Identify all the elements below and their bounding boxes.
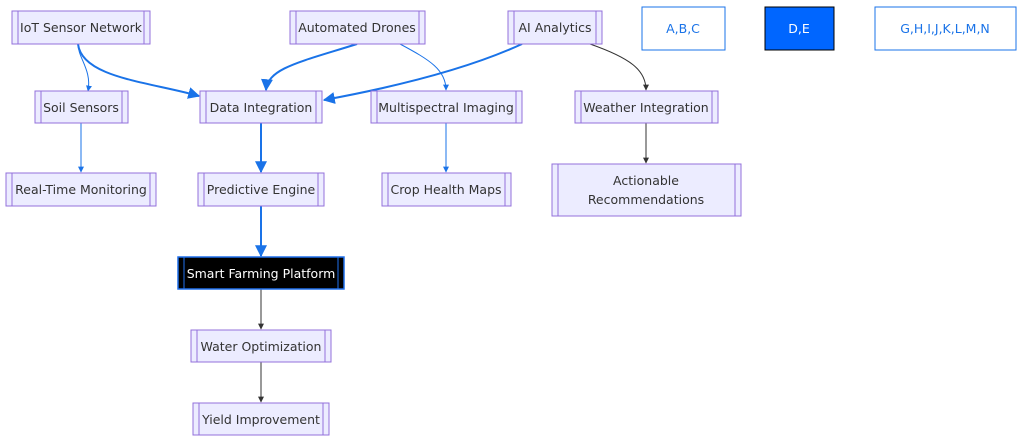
legend-box-rest: G,H,I,J,K,L,M,N [874,6,1017,51]
legend-box-abc-label: A,B,C [666,21,700,36]
node-iot-sensor-network: IoT Sensor Network [11,10,151,45]
legend-box-rest-label: G,H,I,J,K,L,M,N [900,21,990,36]
node-ai-analytics: AI Analytics [507,10,603,45]
node-automated-drones: Automated Drones [289,10,426,45]
node-ai-analytics-label: AI Analytics [519,20,592,35]
node-water-optimization-label: Water Optimization [201,339,322,354]
edges [77,43,649,403]
node-smart-farming-platform-label: Smart Farming Platform [187,266,336,281]
node-predictive-engine: Predictive Engine [197,172,325,207]
node-real-time-monitoring-label: Real-Time Monitoring [15,182,147,197]
node-crop-health-maps-label: Crop Health Maps [390,182,501,197]
node-data-integration: Data Integration [199,90,323,124]
legend-box-abc: A,B,C [641,6,726,51]
node-iot-sensor-network-label: IoT Sensor Network [20,20,143,35]
node-multispectral-imaging-label: Multispectral Imaging [378,100,514,115]
node-weather-integration-label: Weather Integration [583,100,708,115]
legend-box-de-label: D,E [788,21,810,36]
node-predictive-engine-label: Predictive Engine [207,182,316,197]
node-data-integration-label: Data Integration [210,100,313,115]
node-multispectral-imaging: Multispectral Imaging [370,90,523,124]
node-real-time-monitoring: Real-Time Monitoring [5,172,157,207]
node-crop-health-maps: Crop Health Maps [381,172,512,207]
node-actionable-recommendations-label-line1: Actionable [613,173,679,188]
edge-ai-to-data [322,43,523,104]
edge-ai-to-weather [589,43,649,91]
edge-iot-to-data [77,43,201,99]
node-automated-drones-label: Automated Drones [298,20,416,35]
node-weather-integration: Weather Integration [574,90,719,124]
node-actionable-recommendations-label-line2: Recommendations [588,192,704,207]
node-water-optimization: Water Optimization [190,329,332,363]
edge-drones-to-multi [399,43,449,91]
node-yield-improvement: Yield Improvement [192,402,330,436]
node-smart-farming-platform: Smart Farming Platform [177,256,345,290]
edge-drones-to-data [261,43,358,92]
node-yield-improvement-label: Yield Improvement [201,412,320,427]
node-soil-sensors: Soil Sensors [34,90,129,124]
legend-box-de: D,E [764,6,835,51]
node-actionable-recommendations: Actionable Recommendations [551,163,742,217]
node-soil-sensors-label: Soil Sensors [43,100,119,115]
